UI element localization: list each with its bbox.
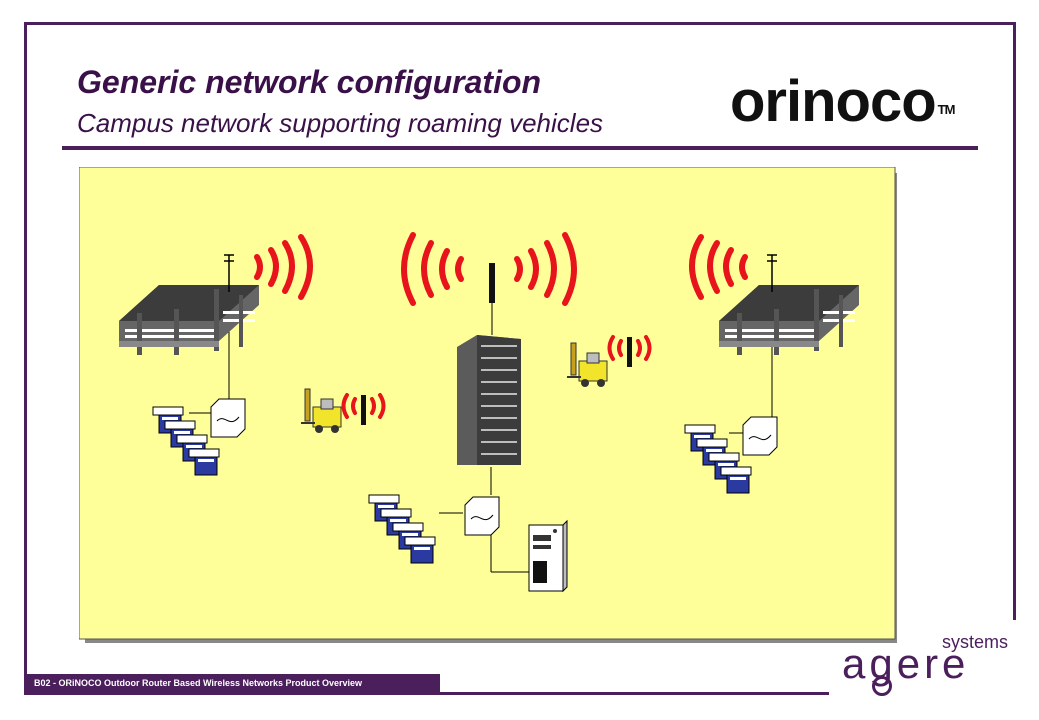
antenna-left-mast — [224, 254, 234, 292]
server-tower — [528, 519, 568, 593]
forklift-left — [300, 388, 386, 434]
slide-frame-bottom — [24, 692, 829, 695]
signal-waves-center-right — [514, 232, 577, 306]
agere-logo-ring — [872, 676, 892, 696]
hub-center — [464, 496, 500, 536]
slide-frame-top — [24, 22, 1016, 25]
signal-waves-right — [689, 234, 748, 300]
slide-subtitle: Campus network supporting roaming vehicl… — [77, 108, 604, 138]
signal-waves-left — [254, 234, 313, 300]
forklift-right — [566, 335, 652, 388]
slide-frame-left — [24, 22, 27, 694]
agere-logo: agere — [842, 640, 970, 687]
slide-frame-right — [1013, 22, 1016, 620]
agere-systems-text: systems — [942, 632, 1009, 652]
trademark-mark: TM — [937, 102, 956, 117]
hub-left — [210, 398, 246, 438]
office-tower — [457, 263, 521, 465]
orinoco-logo-text: orinoco — [730, 69, 937, 134]
antenna-right-mast — [767, 254, 777, 292]
hub-right — [742, 416, 778, 456]
signal-waves-center-left — [401, 232, 464, 306]
footer-label: B02 - ORiNOCO Outdoor Router Based Wirel… — [26, 674, 440, 693]
title-divider — [62, 146, 978, 150]
network-diagram — [79, 167, 897, 643]
slide-title: Generic network configuration — [77, 64, 542, 100]
